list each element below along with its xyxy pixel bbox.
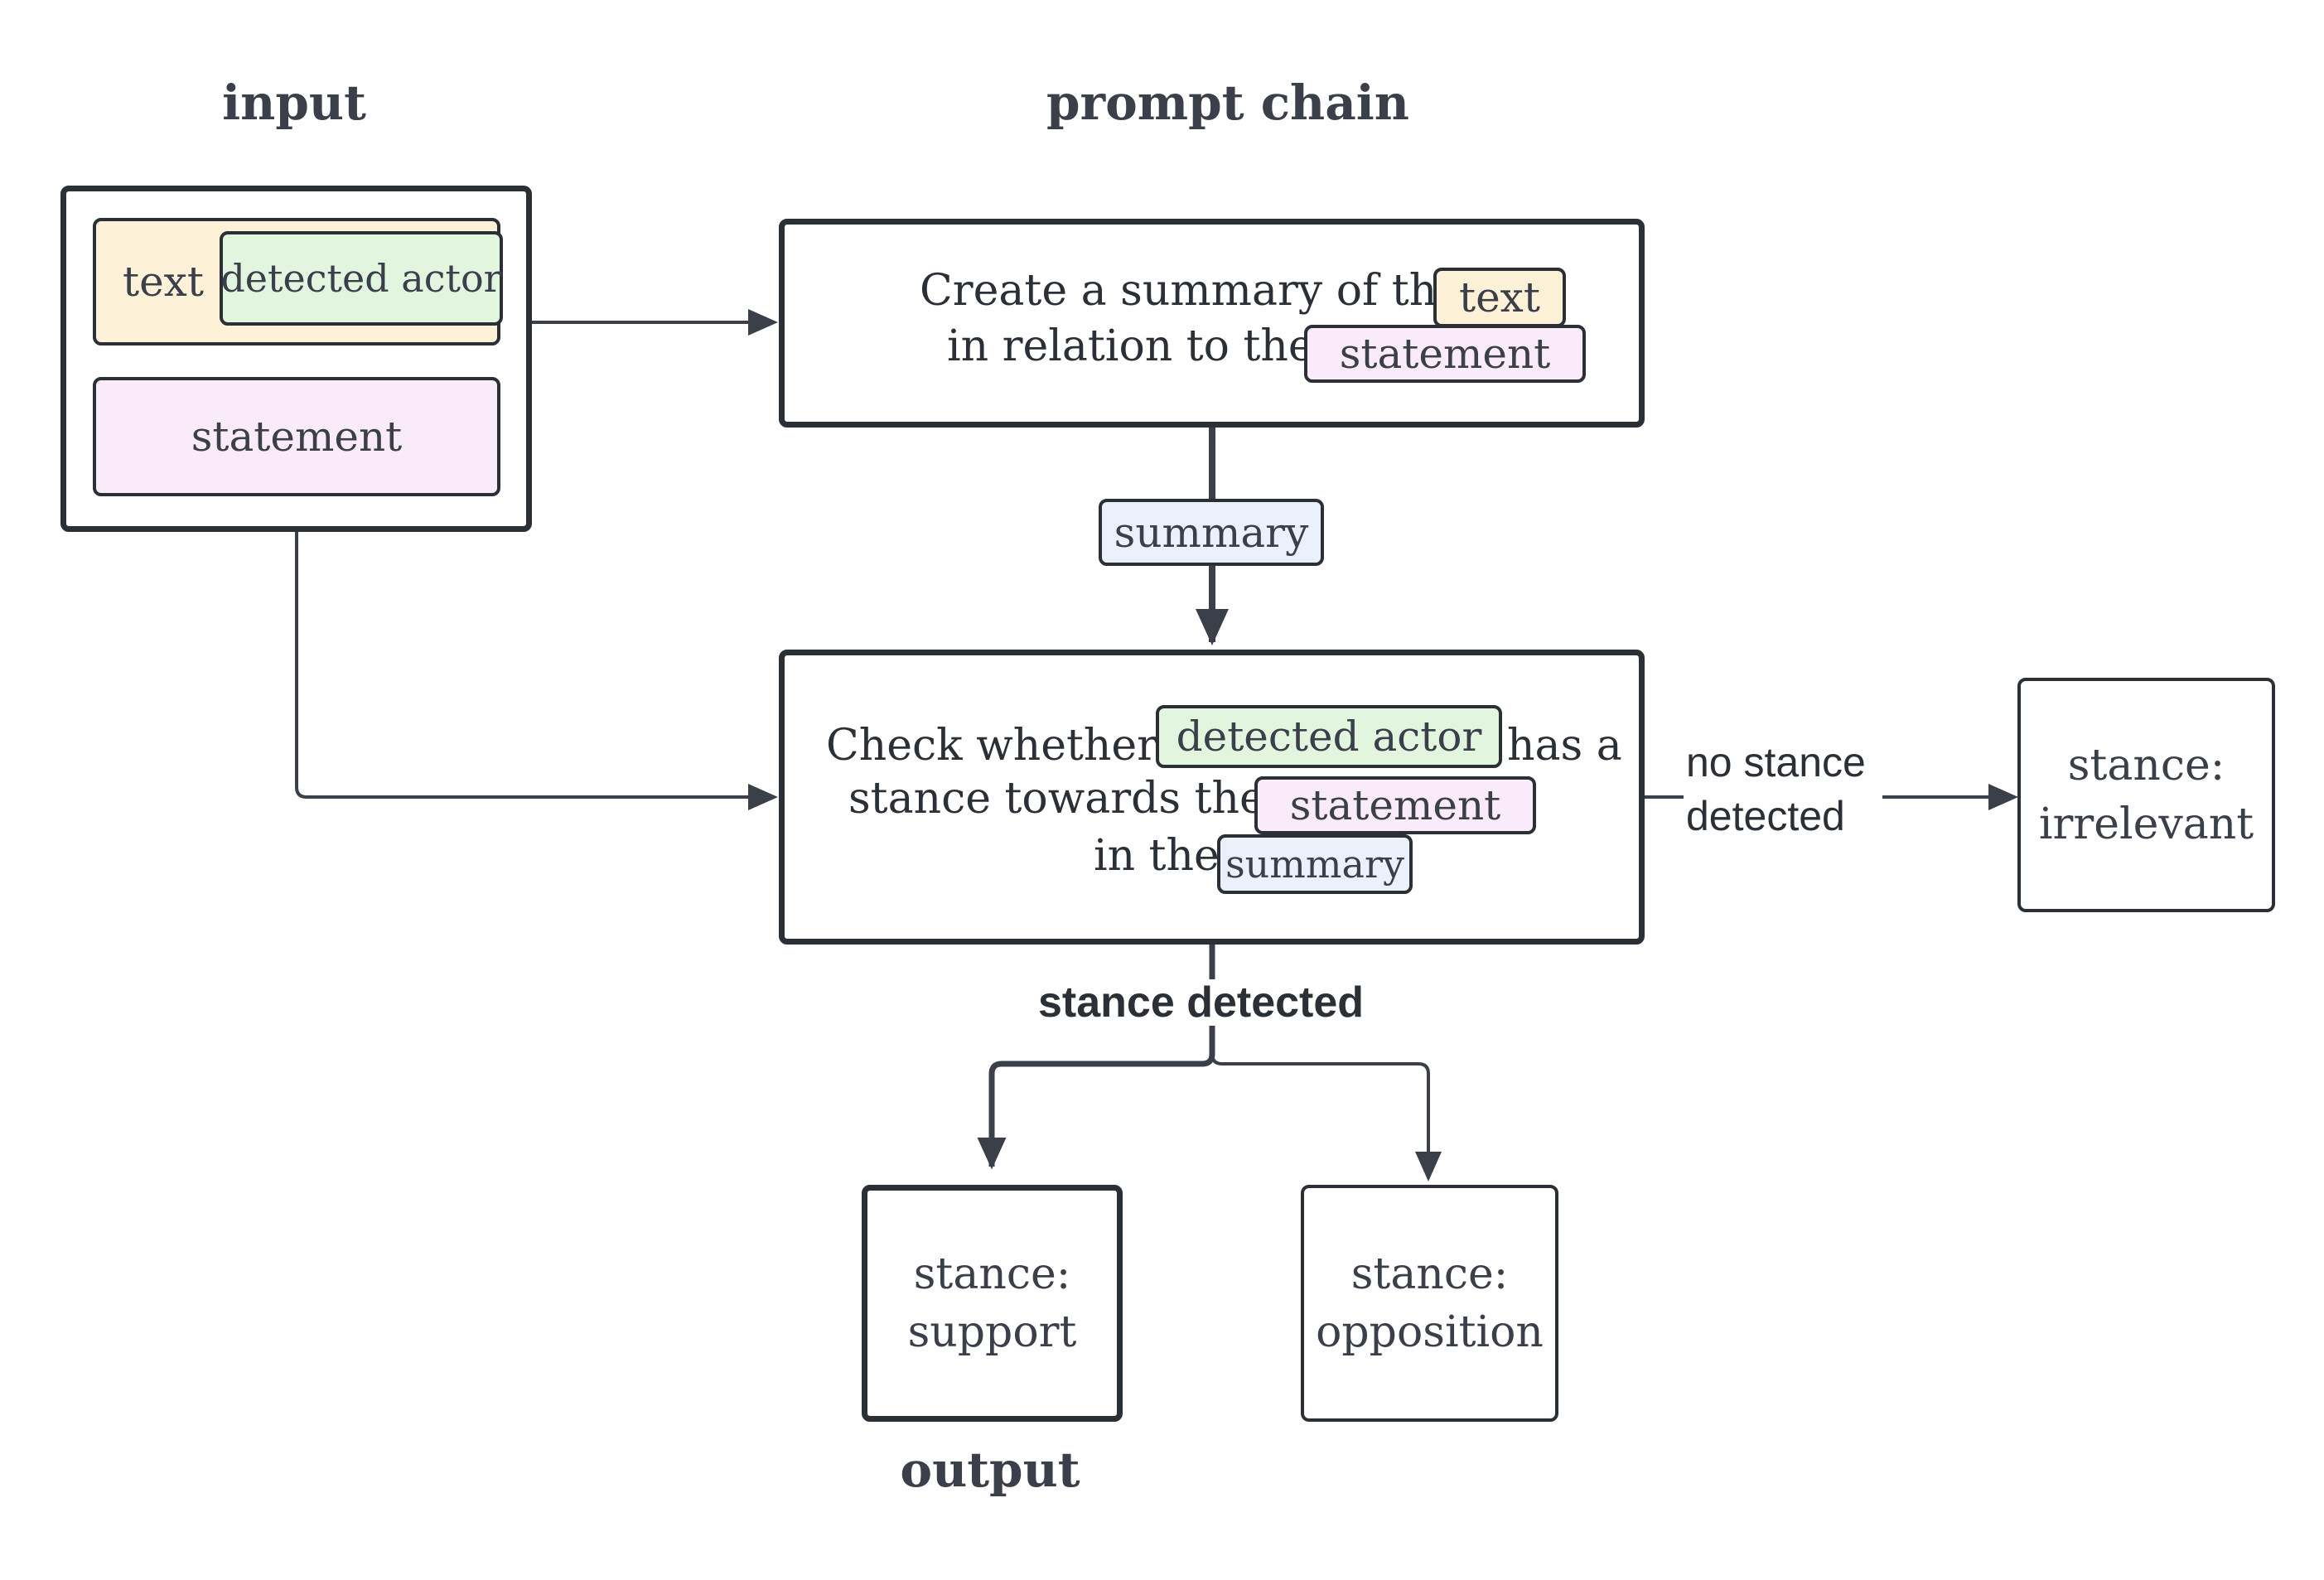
- stance-prompt-line2: stance towards the: [848, 774, 1265, 824]
- summary-prompt-line1: Create a summary of the: [920, 266, 1462, 316]
- stance-prompt-actor-chip: detected actor: [1156, 705, 1502, 768]
- stance-prompt-line1b: has a: [1507, 721, 1622, 771]
- arrow-stance-detected-to-support: [977, 1026, 1215, 1170]
- stance-detected-label: stance detected: [1038, 978, 1365, 1027]
- summary-prompt-text-chip: text: [1433, 268, 1566, 327]
- result-irrelevant-box: stance: irrelevant: [2017, 678, 2275, 912]
- summary-chip: summary: [1099, 499, 1324, 566]
- result-support-line1: stance:: [913, 1249, 1071, 1299]
- stance-prompt-summary-label: summary: [1225, 842, 1404, 887]
- output-heading: output: [900, 1442, 1080, 1498]
- input-box: text detected actor statement: [60, 186, 532, 532]
- stance-prompt-summary-chip: summary: [1217, 834, 1413, 894]
- stance-prompt-line3: in the: [1094, 831, 1220, 881]
- result-irrelevant-line2: irrelevant: [2038, 799, 2254, 849]
- arrow-stance-detected-to-opposition: [1210, 1026, 1442, 1181]
- summary-chip-label: summary: [1114, 508, 1309, 557]
- stance-prompt-statement-chip: statement: [1254, 776, 1536, 834]
- input-statement-chip: statement: [93, 377, 500, 496]
- stance-prompt-actor-label: detected actor: [1176, 713, 1482, 761]
- stance-prompt-box: Check whether detected actor has a stanc…: [779, 650, 1645, 945]
- input-heading: input: [222, 75, 366, 131]
- summary-prompt-line2: in relation to the: [947, 321, 1314, 371]
- input-statement-label: statement: [191, 413, 403, 461]
- stance-prompt-line1a: Check whether: [826, 721, 1158, 771]
- result-support-line2: support: [907, 1307, 1077, 1357]
- result-support-box: stance: support: [862, 1185, 1123, 1422]
- result-opposition-line2: opposition: [1316, 1307, 1544, 1357]
- stance-prompt-statement-label: statement: [1289, 781, 1501, 829]
- input-detected-actor-label: detected actor: [220, 256, 502, 301]
- result-opposition-box: stance: opposition: [1301, 1185, 1558, 1422]
- prompt-chain-heading: prompt chain: [1046, 75, 1409, 131]
- result-opposition-line1: stance:: [1350, 1249, 1509, 1299]
- input-text-chip-label: text: [123, 258, 204, 306]
- summary-prompt-statement-chip: statement: [1304, 325, 1586, 383]
- result-irrelevant-line1: stance:: [2067, 741, 2225, 791]
- arrow-input-to-stance-step: [295, 532, 778, 810]
- input-detected-actor-chip: detected actor: [220, 231, 503, 326]
- summary-prompt-box: Create a summary of the text in relation…: [779, 219, 1645, 428]
- no-stance-label: no stance detected: [1686, 739, 1866, 839]
- summary-prompt-statement-label: statement: [1339, 330, 1551, 378]
- summary-prompt-text-label: text: [1459, 273, 1540, 321]
